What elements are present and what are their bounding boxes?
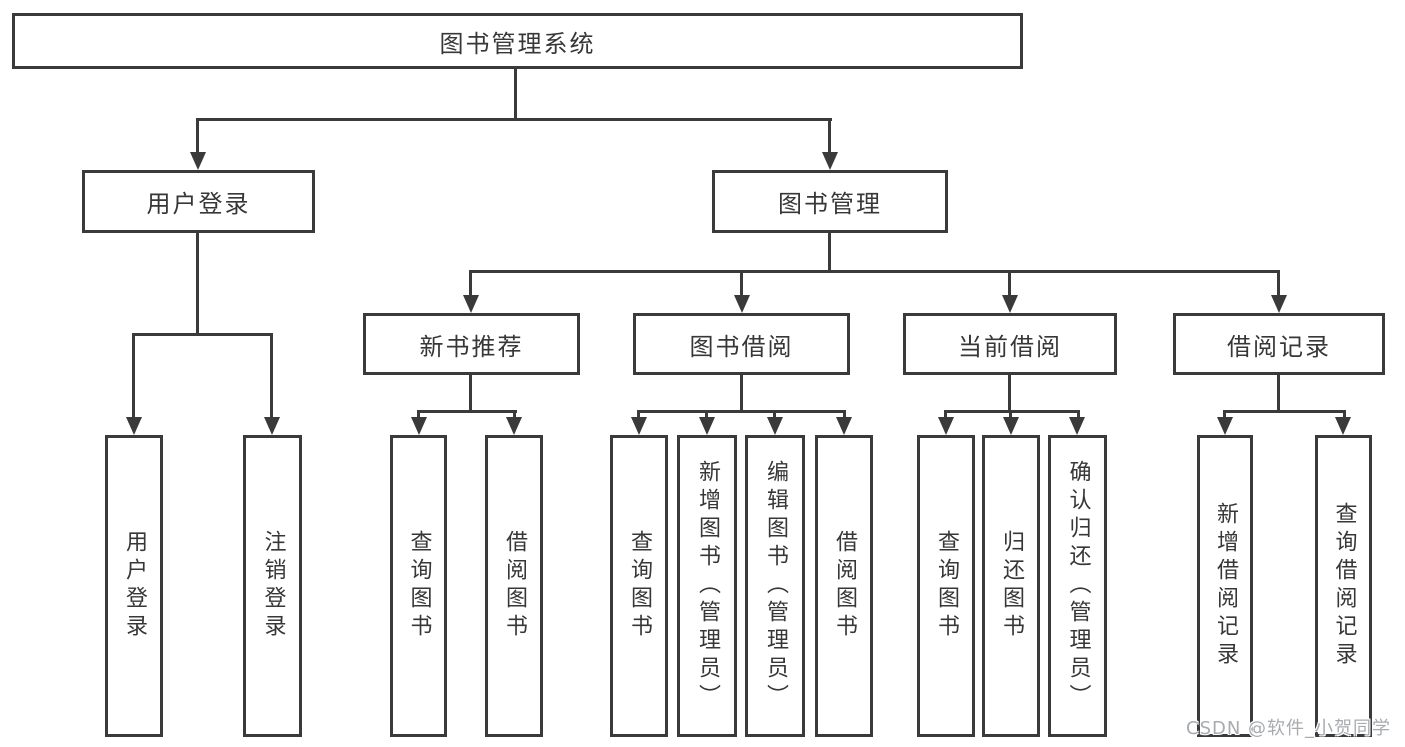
leaf-add-books-admin: 新增图书（管理员） [677,435,737,737]
connector-line [637,410,846,413]
node-borrowing-records: 借阅记录 [1173,313,1385,375]
leaf-confirm-return-admin: 确认归还（管理员） [1048,435,1107,737]
leaf-user-login: 用户登录 [105,435,163,737]
leaf-add-borrow-record: 新增借阅记录 [1197,435,1253,737]
connector-line [1223,410,1226,420]
connector-arrow [699,417,715,435]
leaf-borrow-books-recommend: 借阅图书 [485,435,543,737]
csdn-watermark: CSDN @软件_小贺同学 [1186,718,1392,739]
connector-line [828,118,831,156]
connector-line [637,410,640,420]
connector-line [470,270,1280,273]
leaf-edit-books-admin: 编辑图书（管理员） [745,435,805,737]
connector-arrow [506,417,522,435]
connector-line [1008,375,1011,413]
leaf-query-books-current: 查询图书 [917,435,975,737]
connector-line [1077,410,1080,420]
connector-arrow [1271,295,1287,313]
leaf-borrow-books-borrowing: 借阅图书 [815,435,873,737]
connector-arrow [264,417,280,435]
connector-line [132,333,135,421]
connector-arrow [1217,417,1233,435]
connector-arrow [1002,295,1018,313]
connector-line [417,410,517,413]
connector-line [944,410,1080,413]
connector-arrow [734,295,750,313]
connector-arrow [411,417,427,435]
connector-line [417,410,420,420]
connector-arrow [1003,417,1019,435]
connector-line [196,118,199,156]
connector-line [270,333,273,421]
connector-line [469,270,472,298]
connector-arrow [190,152,206,170]
connector-line [1343,410,1346,420]
leaf-query-books-borrowing: 查询图书 [610,435,668,737]
connector-arrow [1069,417,1085,435]
node-book-borrowing: 图书借阅 [633,313,850,375]
node-new-book-recommendation: 新书推荐 [363,313,580,375]
connector-line [132,333,273,336]
connector-line [740,375,743,413]
connector-arrow [1335,417,1351,435]
connector-line [705,410,708,420]
node-user-login: 用户登录 [82,170,315,233]
connector-arrow [126,417,142,435]
connector-line [1223,410,1346,413]
leaf-return-books: 归还图书 [982,435,1040,737]
connector-arrow [767,417,783,435]
connector-arrow [938,417,954,435]
connector-line [1008,270,1011,298]
connector-line [196,233,199,336]
connector-arrow [463,295,479,313]
connector-line [740,270,743,298]
node-root-system: 图书管理系统 [12,13,1023,69]
leaf-query-books-recommend: 查询图书 [390,435,447,737]
connector-line [828,233,831,273]
connector-line [773,410,776,420]
connector-line [513,410,516,420]
connector-arrow [836,417,852,435]
connector-line [469,375,472,413]
connector-arrow [822,152,838,170]
leaf-query-borrow-record: 查询借阅记录 [1315,435,1372,737]
connector-line [1009,410,1012,420]
connector-line [1277,375,1280,413]
node-book-management: 图书管理 [712,170,948,233]
connector-line [514,69,517,120]
connector-line [843,410,846,420]
node-current-borrowing: 当前借阅 [903,313,1117,375]
leaf-logout: 注销登录 [243,435,302,737]
connector-arrow [631,417,647,435]
connector-line [197,118,832,121]
connector-line [944,410,947,420]
connector-line [1277,270,1280,298]
